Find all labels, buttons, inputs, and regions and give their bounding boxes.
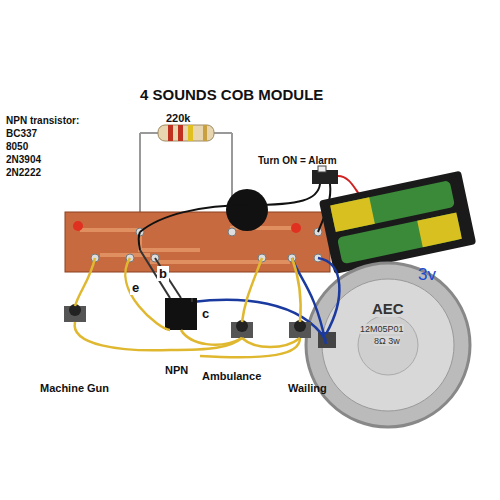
note-text-wrap: NPN transistor: — [6, 110, 79, 128]
button-label-wrap: Ambulance — [202, 366, 261, 384]
title-wrap: 4 SOUNDS COB MODULE — [140, 86, 323, 104]
switch-label-wrap: Turn ON = Alarm — [258, 150, 337, 168]
part-number: 2N2222 — [6, 167, 41, 178]
speaker-brand: AEC — [372, 300, 404, 317]
part-number: 8050 — [6, 141, 28, 152]
part-number: BC337 — [6, 128, 37, 139]
cob-board — [65, 212, 330, 272]
pin-label-wrap: b — [157, 264, 169, 282]
button-label-wrap: Wailing — [288, 378, 327, 396]
speaker-model: 12M05P01 — [360, 324, 404, 334]
part-number-wrap: 2N2222 — [6, 162, 41, 180]
switch-label: Turn ON = Alarm — [258, 155, 337, 166]
note-text: NPN transistor: — [6, 115, 79, 126]
pin-label: e — [130, 280, 141, 295]
resistor-symbol — [158, 125, 214, 141]
pin-label-wrap: e — [130, 278, 141, 296]
pin-label: c — [200, 306, 211, 321]
resistor-value-wrap: 220k — [166, 108, 190, 126]
part-number-wrap: 8050 — [6, 136, 28, 154]
pin-label-wrap: c — [200, 304, 211, 322]
part-number-wrap: 2N3904 — [6, 149, 41, 167]
speaker-brand-wrap: AEC — [372, 300, 404, 318]
battery-holder — [319, 171, 476, 275]
component-label: NPN — [165, 364, 188, 376]
component-label-wrap: NPN — [165, 360, 188, 378]
speaker-rating-wrap: 8Ω 3w — [374, 330, 400, 348]
speaker-model-wrap: 12M05P01 — [360, 318, 404, 336]
button-label-wrap: Machine Gun — [40, 378, 109, 396]
voltage-label-wrap: 3v — [418, 265, 436, 285]
title: 4 SOUNDS COB MODULE — [140, 86, 323, 103]
npn-transistor — [165, 298, 197, 330]
speaker — [306, 263, 470, 427]
resistor-value: 220k — [166, 112, 190, 124]
button-label: Ambulance — [202, 370, 261, 382]
speaker-rating: 8Ω 3w — [374, 336, 400, 346]
push-button — [64, 304, 86, 322]
button-label: Machine Gun — [40, 382, 109, 394]
cob-chip — [226, 189, 268, 231]
button-label: Wailing — [288, 382, 327, 394]
part-number: 2N3904 — [6, 154, 41, 165]
voltage-label: 3v — [418, 265, 436, 285]
part-number-wrap: BC337 — [6, 123, 37, 141]
pin-label: b — [157, 266, 169, 281]
